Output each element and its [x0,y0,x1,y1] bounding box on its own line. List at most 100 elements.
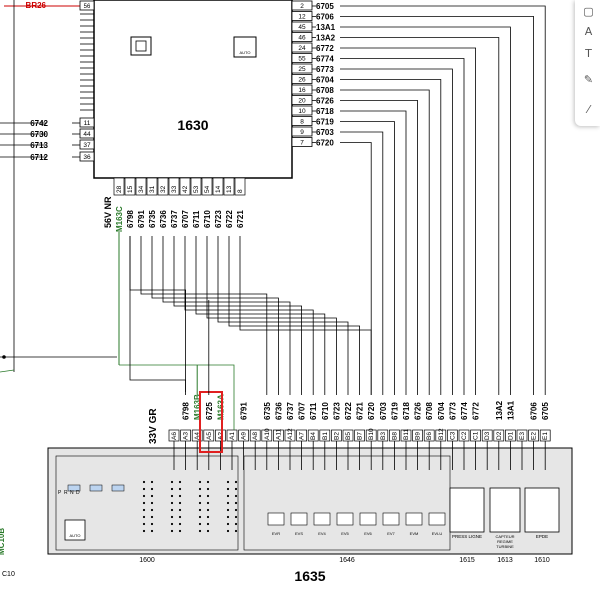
ecu-to-gearbox-wire [228,236,361,395]
matrix-dot [142,515,146,519]
sensor-text: PRESS LIGNE [452,534,482,539]
valve-evm-label: EVM [410,531,419,536]
ecu-left-pin-number: 36 [83,154,91,161]
ecu-right-pin-number: 20 [298,98,306,105]
valve-ev7-box [382,512,400,526]
ecu-right-pin-number: 2 [300,3,304,10]
selector-contact [111,484,125,492]
text-a-icon[interactable]: A [584,25,593,38]
matrix-dot [234,494,238,498]
gearbox-pin-number: C3 [449,431,456,440]
text-t-icon[interactable]: T [585,47,592,60]
matrix-dot [226,529,230,533]
matrix-dot [142,494,146,498]
sub-label: 1615 [459,557,475,564]
gearbox-pin-number: B11 [403,429,410,440]
ecu-right-pin-number: 16 [298,87,306,94]
ecu-right-pin-number: 24 [298,45,306,52]
ecu-right-wire-label: 6774 [316,55,334,64]
ecu-right-pin-box [291,116,313,126]
gearbox-pin-number: A6 [171,432,178,440]
ecu-to-gearbox-wire [151,236,279,395]
gearbox-pin-number: B5 [345,432,352,440]
ecu-right-pin-box [291,32,313,42]
gearbox-icon-small [64,519,86,541]
selector-letter: D [76,490,80,496]
valve-evr-box [267,512,285,526]
pin-number: 56 [84,4,91,10]
matrix-dot [206,487,210,491]
gearbox-1635-label: 1635 [294,568,325,584]
gearbox-icon-text: AUTO [239,50,250,55]
ecu-left-pin-box [79,117,95,128]
gearbox-wire-label: 6723 [332,402,341,420]
ecu-to-gearbox-wire [173,236,303,395]
ecu-right-pin-box [291,21,313,32]
gearbox-wire-label: 6725 [205,402,214,420]
matrix-dot [226,508,230,512]
brush-icon[interactable]: ⁄ [587,103,590,116]
matrix-dot [170,494,174,498]
ecu-right-to-gearbox-wire [340,79,442,395]
gearbox-wire-label: 6703 [379,402,388,420]
ecu-bottom-pin-number: 34 [138,185,145,193]
gearbox-pin-number: B8 [391,432,398,440]
gearbox-pin-number: B9 [415,432,422,440]
edit-icon[interactable]: ✎ [583,73,594,86]
matrix-dot [178,515,182,519]
ecu-bottom-wire-label: 6737 [170,210,179,228]
sub-1610-box [524,487,560,533]
ecu-right-to-gearbox-wire [340,58,465,395]
pin-box [79,0,95,11]
matrix-dot [178,494,182,498]
left-green-stub [0,369,15,373]
ecu-to-gearbox-wire [184,236,314,395]
ecu-bottom-wire-label: 6791 [137,210,146,228]
matrix-dot [178,501,182,505]
ecu-right-to-gearbox-wire [340,100,419,395]
sub-label: 1600 [139,557,155,564]
gearbox-pin-number: D1 [507,431,514,440]
ecu-to-gearbox-wire [195,236,326,395]
matrix-dot [206,515,210,519]
ecu-right-pin-number: 45 [298,24,306,31]
ecu-left-wire-label: 6742 [30,119,48,128]
valve-evs-box [290,512,308,526]
ecu-bottom-wire-label: 6722 [225,210,234,228]
left-green-label: MC10B [0,528,6,555]
ecu-bottom-pin-box [168,177,180,196]
gearbox-wire-label: 6798 [182,402,191,420]
matrix-dot [178,522,182,526]
matrix-dot [226,515,230,519]
ecu-left-pin-number: 37 [83,142,91,149]
ecu-bottom-pin-box [146,177,158,196]
ecu-right-wire-label: 6726 [316,97,334,106]
gearbox-pin-number: E1 [542,432,549,440]
ecu-right-to-gearbox-wire [340,110,407,395]
matrix-dot [150,522,154,526]
ecu-left-wire-label: 6713 [30,141,48,150]
gearbox-wire-label: M163B [193,394,202,420]
ecu-to-gearbox-wire [162,236,291,395]
matrix-dot [234,501,238,505]
sub-1600-box [55,455,239,551]
selector-contact [67,484,81,492]
valve-ev5-box [336,512,354,526]
ecu-bottom-pin-box [124,177,136,196]
matrix-dot [234,529,238,533]
ecu-right-to-gearbox-wire [340,131,384,395]
sensor-text: CAPTEUR [495,534,514,539]
sensor-text: REGIME [497,539,513,544]
matrix-dot [226,501,230,505]
matrix-dot [150,515,154,519]
gearbox-wire-label: 6722 [344,402,353,420]
gearbox-wire-label: 6704 [437,402,446,420]
selector-letter: R [64,490,68,496]
gearbox-pin-number: A9 [241,432,248,440]
wire-6798 [129,236,187,395]
ecu-right-pin-box [291,53,313,63]
gearbox-pin-number: A4 [194,432,201,440]
pointer-icon[interactable]: ▢ [583,5,594,18]
ecu-1630-box [93,0,293,179]
gearbox-wire-label: 6707 [298,402,307,420]
